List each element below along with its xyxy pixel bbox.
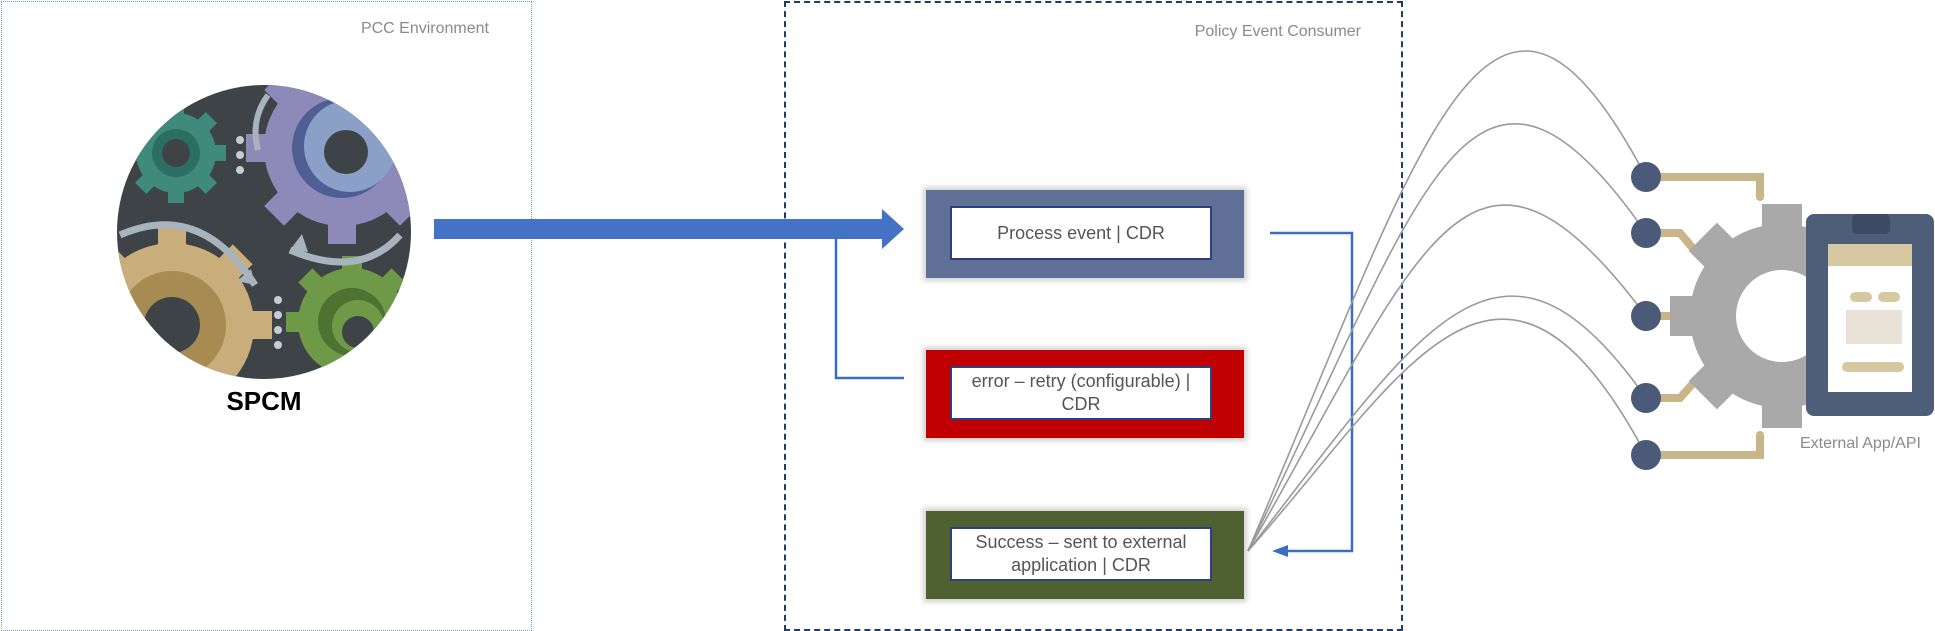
error-retry-box: error – retry (configurable) | CDR <box>926 350 1244 438</box>
external-app-icon <box>1670 204 1934 428</box>
pcc-environment-label: PCC Environment <box>360 20 489 37</box>
gears-icon <box>117 85 411 379</box>
policy-event-consumer-label: Policy Event Consumer <box>1194 23 1361 40</box>
error-connector <box>834 239 904 380</box>
process-to-success-connector <box>1270 231 1354 557</box>
process-event-box: Process event | CDR <box>926 190 1244 278</box>
port-nodes <box>1631 162 1661 470</box>
error-retry-label: error – retry (configurable) | CDR <box>950 366 1212 420</box>
process-event-label: Process event | CDR <box>950 206 1212 260</box>
port-brackets <box>1656 173 1764 459</box>
external-app-label: External App/API <box>1800 435 1921 452</box>
success-box: Success – sent to external application |… <box>926 511 1244 599</box>
success-label: Success – sent to external application |… <box>950 527 1212 581</box>
spcm-label: SPCM <box>226 386 302 416</box>
spcm-to-process-arrow <box>434 209 904 249</box>
external-fan-lines <box>1247 50 1647 552</box>
